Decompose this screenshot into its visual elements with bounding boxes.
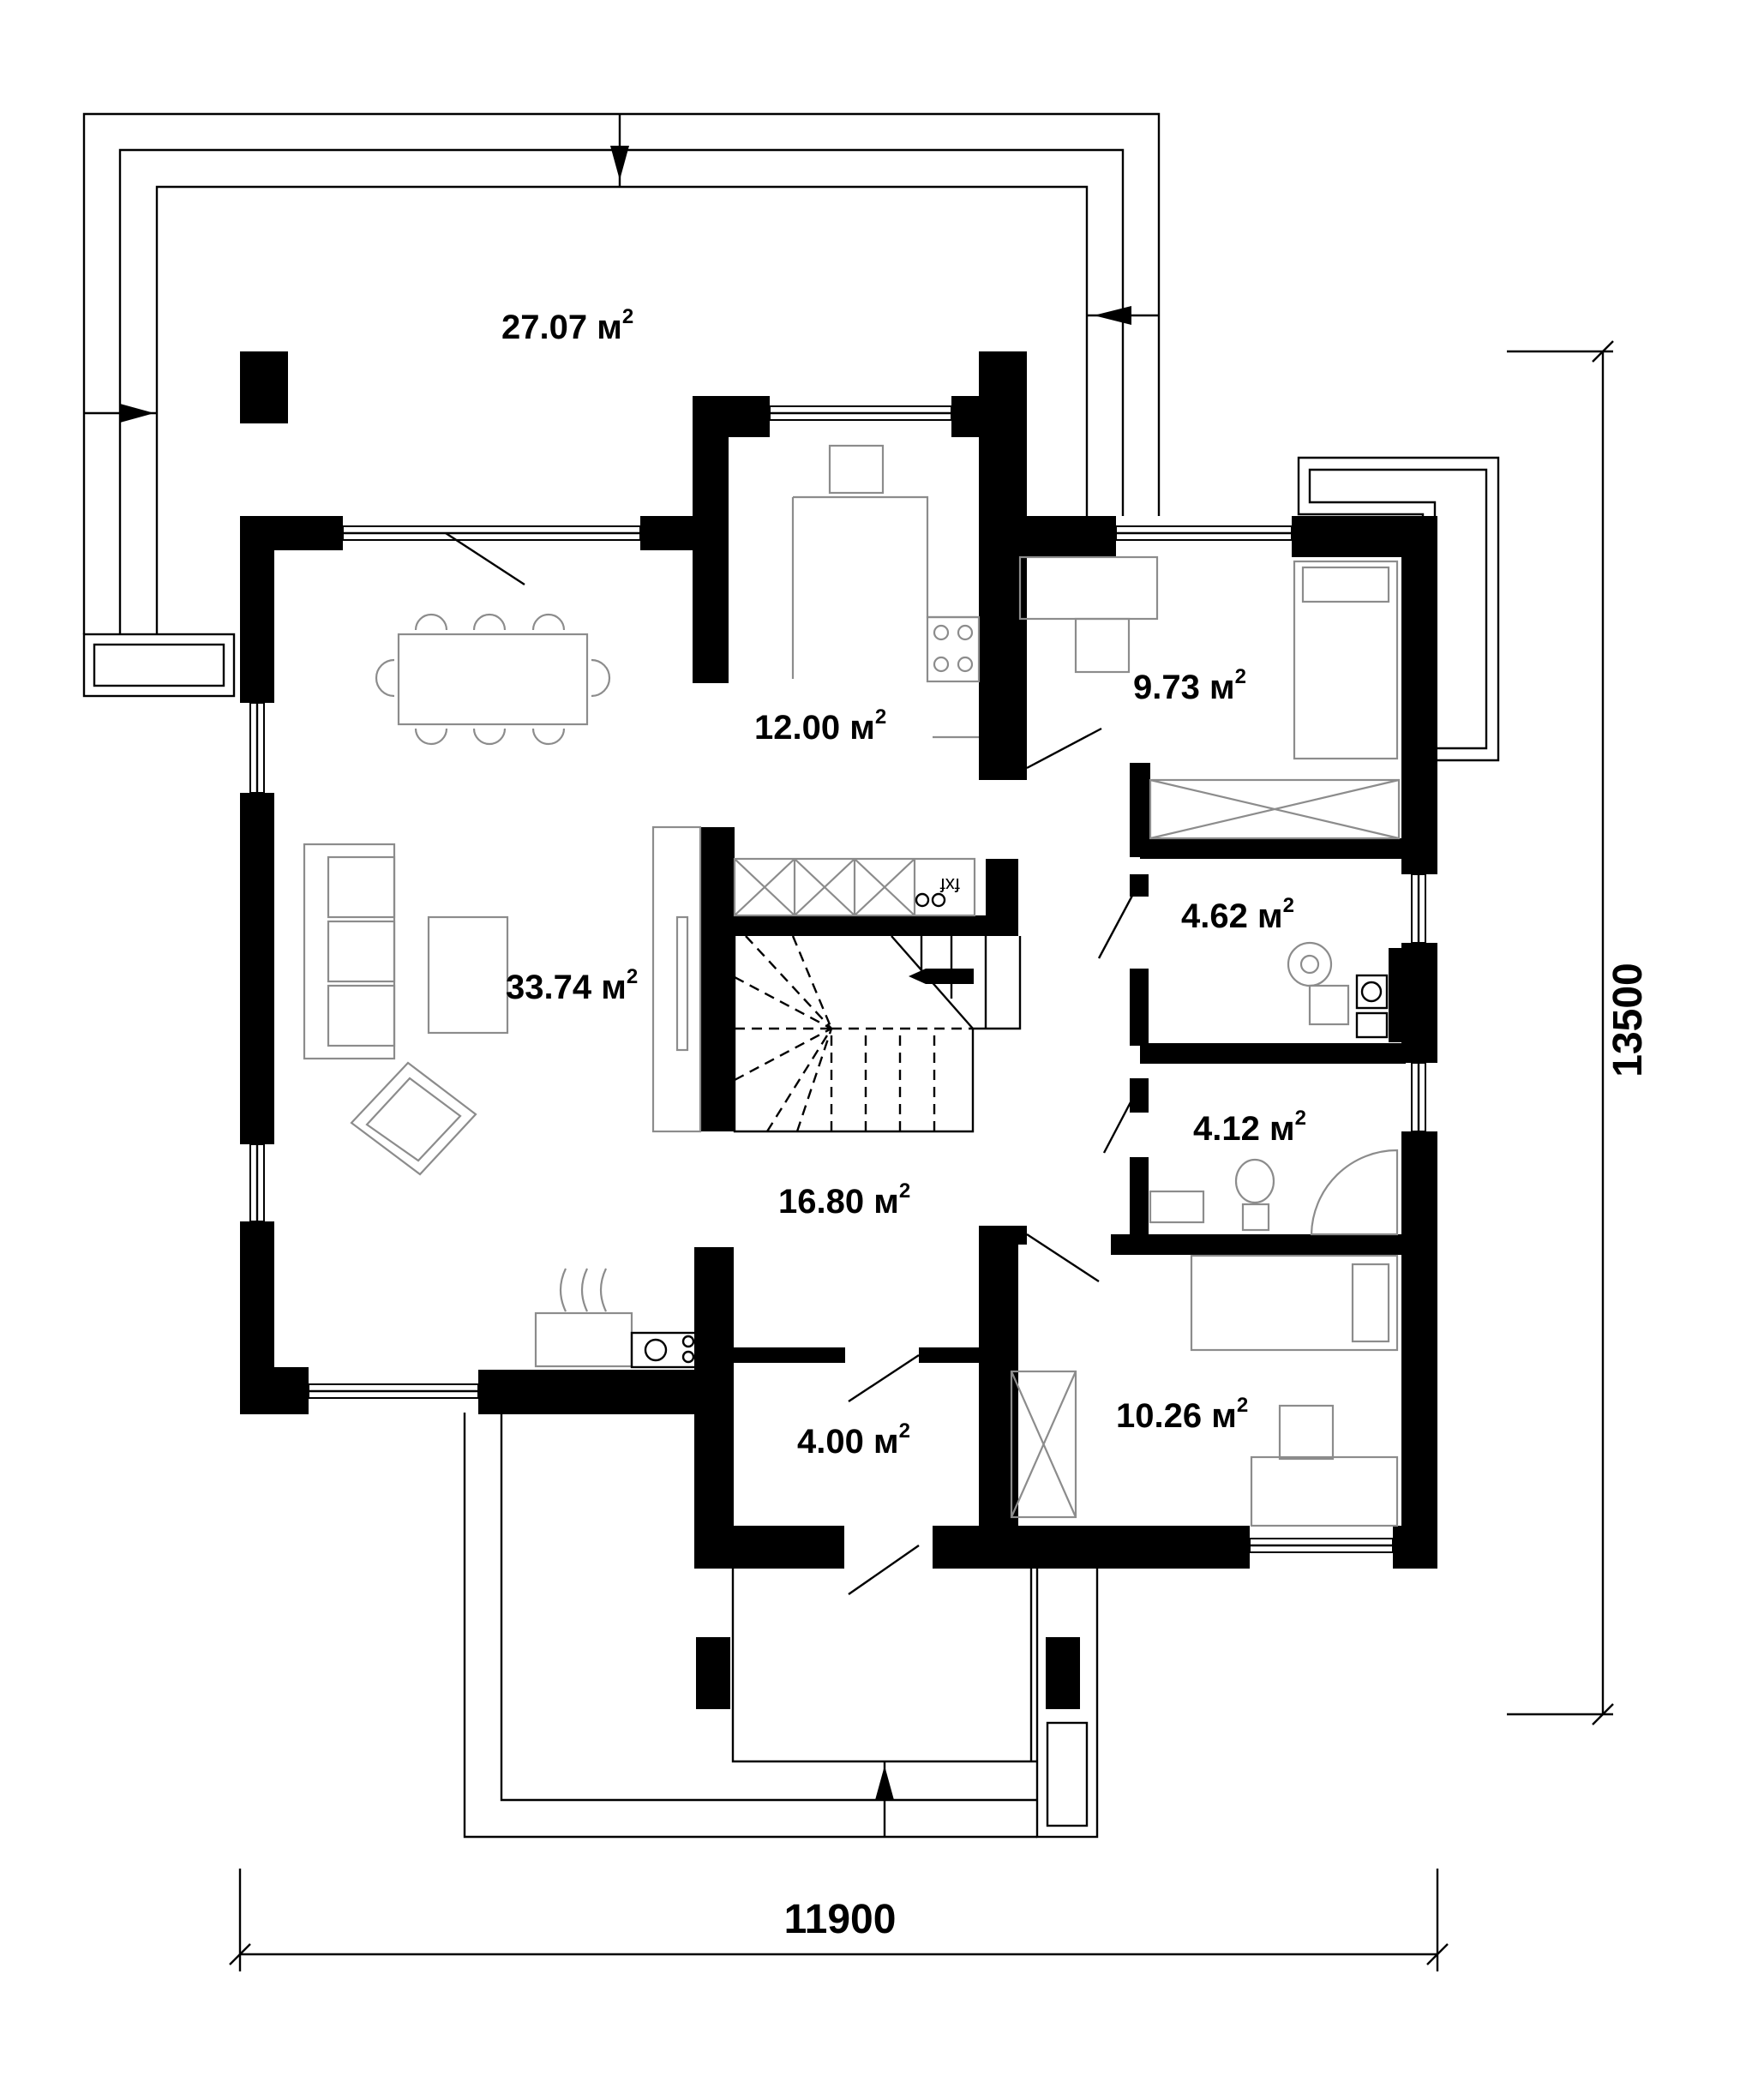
area-label-living: 33.74 м2	[506, 965, 638, 1006]
walls	[240, 351, 1437, 1569]
doors	[445, 531, 1142, 1595]
width-dimension-label: 11900	[784, 1897, 897, 1942]
staircase	[733, 935, 1022, 1133]
windows	[249, 405, 1426, 1553]
area-label-hall: 16.80 м2	[778, 1179, 910, 1221]
boiler-tag: fxf	[939, 874, 960, 896]
height-dimension-label: 13500	[1605, 963, 1651, 1077]
area-label-utility: 4.62 м2	[1181, 894, 1294, 935]
area-label-terrace: 27.07 м2	[501, 305, 633, 346]
area-label-vestibule: 4.00 м2	[797, 1419, 910, 1461]
dimension-height: 13500	[1507, 340, 1651, 1725]
area-label-bathroom: 4.12 м2	[1193, 1107, 1306, 1148]
side-balcony-outline	[1297, 456, 1500, 762]
back-terrace-outline	[82, 112, 1161, 698]
area-label-bedroom-1: 9.73 м2	[1133, 665, 1246, 706]
area-label-bedroom-2: 10.26 м2	[1116, 1394, 1248, 1435]
area-label-kitchen: 12.00 м2	[754, 705, 886, 747]
front-porch-outline	[463, 1413, 1099, 1839]
furniture: fxf	[303, 444, 1401, 1527]
dimension-width: 11900	[229, 1869, 1449, 1971]
area-labels: 27.07 м2 12.00 м2 9.73 м2 33.74 м2 4.62 …	[501, 305, 1306, 1461]
